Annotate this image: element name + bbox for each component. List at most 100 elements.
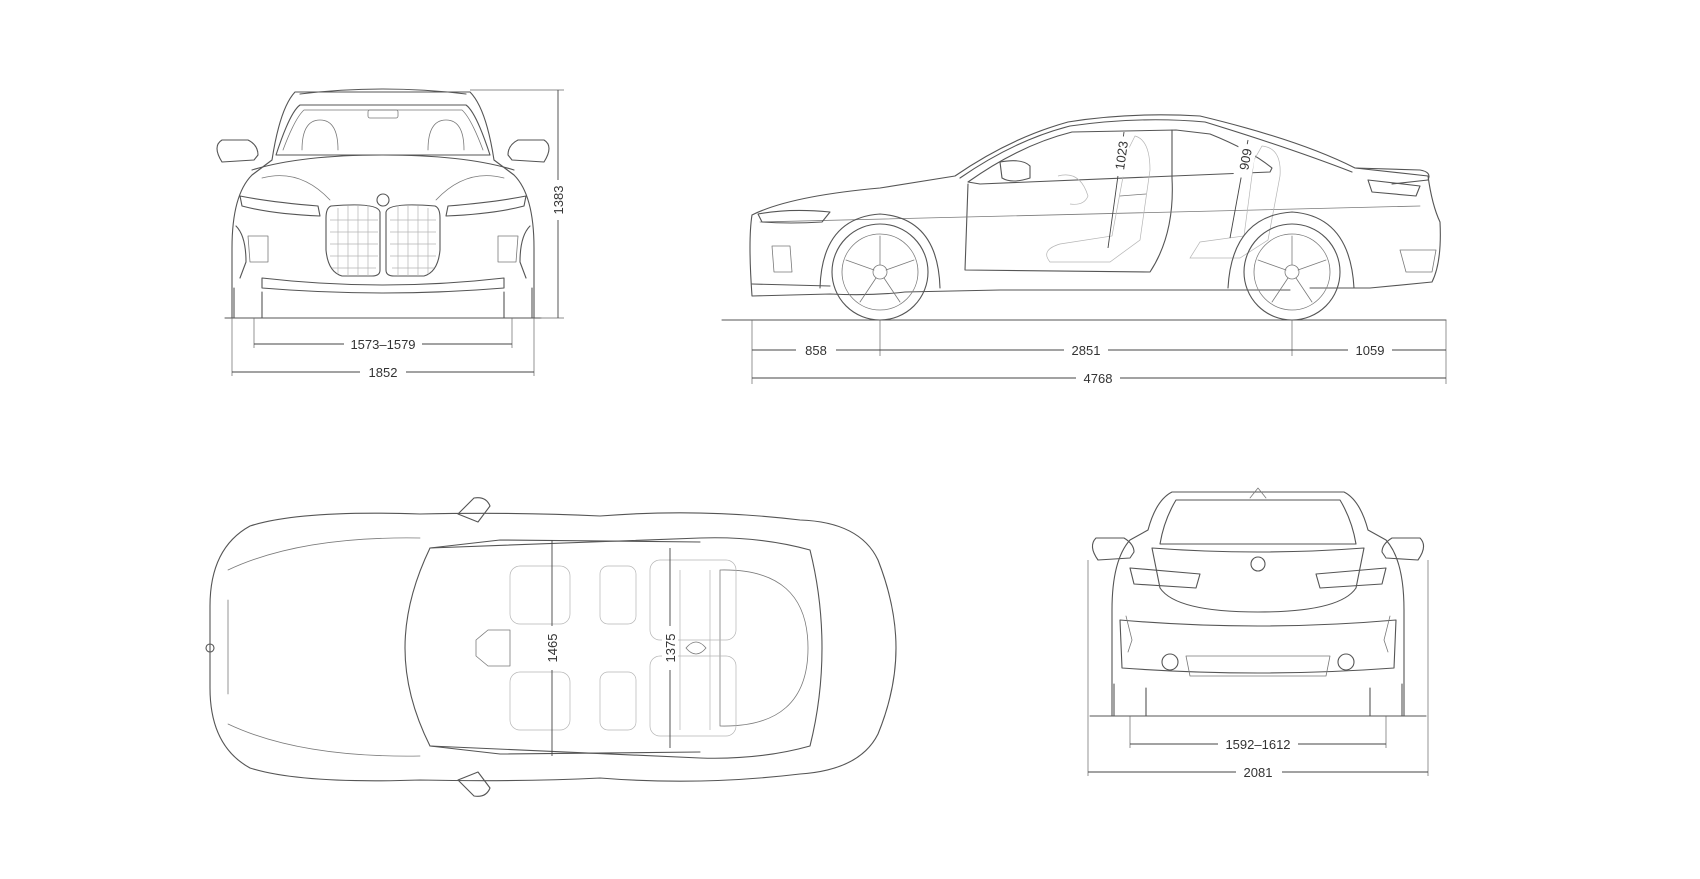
front-seat-right <box>427 119 465 151</box>
front-headlight-left <box>239 195 321 217</box>
rear-headroom-dimension: 909 <box>1229 139 1257 239</box>
side-view: 1023 909 858 2851 1059 <box>721 114 1447 386</box>
rear-tyre-right <box>1369 683 1403 717</box>
front-hood <box>251 154 515 171</box>
front-headroom-label: 1023 <box>1112 140 1131 171</box>
top-logo <box>205 643 215 653</box>
rear-window <box>1159 499 1357 545</box>
front-track-dimension: 1573–1579 <box>253 318 513 352</box>
grille-pattern <box>330 205 436 276</box>
kidney-grille-right <box>385 204 441 277</box>
rear-mirror-left <box>1091 537 1135 561</box>
top-view: 1465 1375 <box>205 497 897 797</box>
kidney-grille-left <box>325 204 381 277</box>
front-overhang-label: 858 <box>805 343 827 358</box>
front-interior-width-dimension: 1465 <box>544 540 560 756</box>
rear-headroom-label: 909 <box>1236 147 1255 171</box>
front-intake-right <box>497 235 519 263</box>
rear-interior-width-dimension: 1375 <box>662 548 678 748</box>
top-seats <box>509 559 737 737</box>
front-width-dimension: 1852 <box>231 318 535 380</box>
top-glass-roof <box>404 537 823 759</box>
top-mirror-right <box>457 771 491 797</box>
side-character-line <box>759 205 1421 223</box>
rear-overhang-dimension: 1059 <box>1292 342 1446 358</box>
front-mirror-left <box>216 139 259 163</box>
width-with-mirrors-label: 2081 <box>1244 765 1273 780</box>
front-track-label: 1573–1579 <box>350 337 415 352</box>
front-tyre-left <box>233 287 263 319</box>
front-lower-lip <box>261 277 505 294</box>
rear-bumper <box>1119 619 1397 674</box>
rear-track-label: 1592–1612 <box>1225 737 1290 752</box>
rear-roof-antenna <box>1249 487 1267 499</box>
side-taillight <box>1367 179 1421 197</box>
rear-mirror-right <box>1381 537 1425 561</box>
front-logo <box>376 193 390 207</box>
front-mirror-right <box>507 139 550 163</box>
top-cabin-line <box>429 539 701 755</box>
rear-taillight-right <box>1315 567 1387 589</box>
rear-tyre-left <box>1113 683 1147 717</box>
front-width-label: 1852 <box>369 365 398 380</box>
top-rear-window <box>719 569 809 727</box>
side-door <box>964 177 1173 273</box>
rear-body-outline <box>1111 491 1405 717</box>
front-windshield-inner <box>282 109 484 151</box>
interior-mirror <box>367 109 399 119</box>
height-dimension: 1383 <box>470 89 566 319</box>
top-center-console <box>475 629 511 667</box>
front-interior-width-label: 1465 <box>545 634 560 663</box>
rear-overhang-label: 1059 <box>1356 343 1385 358</box>
rear-exhaust-left <box>1161 653 1179 671</box>
front-bumper <box>235 225 531 279</box>
side-windows <box>967 129 1273 185</box>
side-front-seat <box>1046 135 1151 263</box>
front-seat-left <box>301 119 339 151</box>
side-rear-arch <box>1227 211 1355 289</box>
rear-reflector-right <box>1383 615 1391 653</box>
rear-exhaust-right <box>1337 653 1355 671</box>
side-rear-diffuser <box>1399 249 1437 273</box>
front-roof <box>299 88 467 95</box>
side-front-wheel <box>831 223 929 321</box>
front-intake-left <box>247 235 269 263</box>
top-hood <box>227 537 421 757</box>
side-door-handle <box>1119 193 1147 197</box>
front-hood-crease-right <box>435 175 505 201</box>
top-mirror-left <box>457 497 491 523</box>
rear-diffuser <box>1185 655 1331 677</box>
side-front-intake <box>771 245 793 273</box>
rear-view: 1592–1612 2081 <box>1087 487 1429 780</box>
side-roofline <box>959 119 1353 179</box>
height-label: 1383 <box>551 186 566 215</box>
wheelbase-label: 2851 <box>1072 343 1101 358</box>
side-mirror <box>999 160 1031 182</box>
rear-taillight-left <box>1129 567 1201 589</box>
side-rear-spoiler <box>1354 167 1430 185</box>
width-with-mirrors-dimension: 2081 <box>1087 560 1429 780</box>
front-tyre-right <box>503 287 533 319</box>
rear-interior-width-label: 1375 <box>663 634 678 663</box>
top-shark-fin <box>685 641 707 655</box>
side-front-splitter <box>751 283 831 287</box>
length-label: 4768 <box>1084 371 1113 386</box>
wheelbase-dimension: 2851 <box>880 342 1292 358</box>
side-steering-wheel <box>1057 174 1089 205</box>
side-headlight <box>757 209 831 224</box>
side-body-outline <box>749 114 1441 297</box>
front-hood-crease-left <box>261 175 331 201</box>
side-front-arch <box>819 213 941 289</box>
length-dimension: 4768 <box>752 370 1446 386</box>
front-overhang-dimension: 858 <box>752 342 880 358</box>
front-body-outline <box>231 91 535 319</box>
top-body-outline <box>209 512 897 782</box>
side-rear-seat <box>1189 145 1281 259</box>
rear-logo <box>1250 556 1266 572</box>
rear-track-dimension: 1592–1612 <box>1129 716 1387 752</box>
front-headlight-right <box>445 195 527 217</box>
rear-trunk-lid <box>1151 547 1365 613</box>
rear-reflector-left <box>1125 615 1133 653</box>
front-headroom-dimension: 1023 <box>1107 131 1131 249</box>
